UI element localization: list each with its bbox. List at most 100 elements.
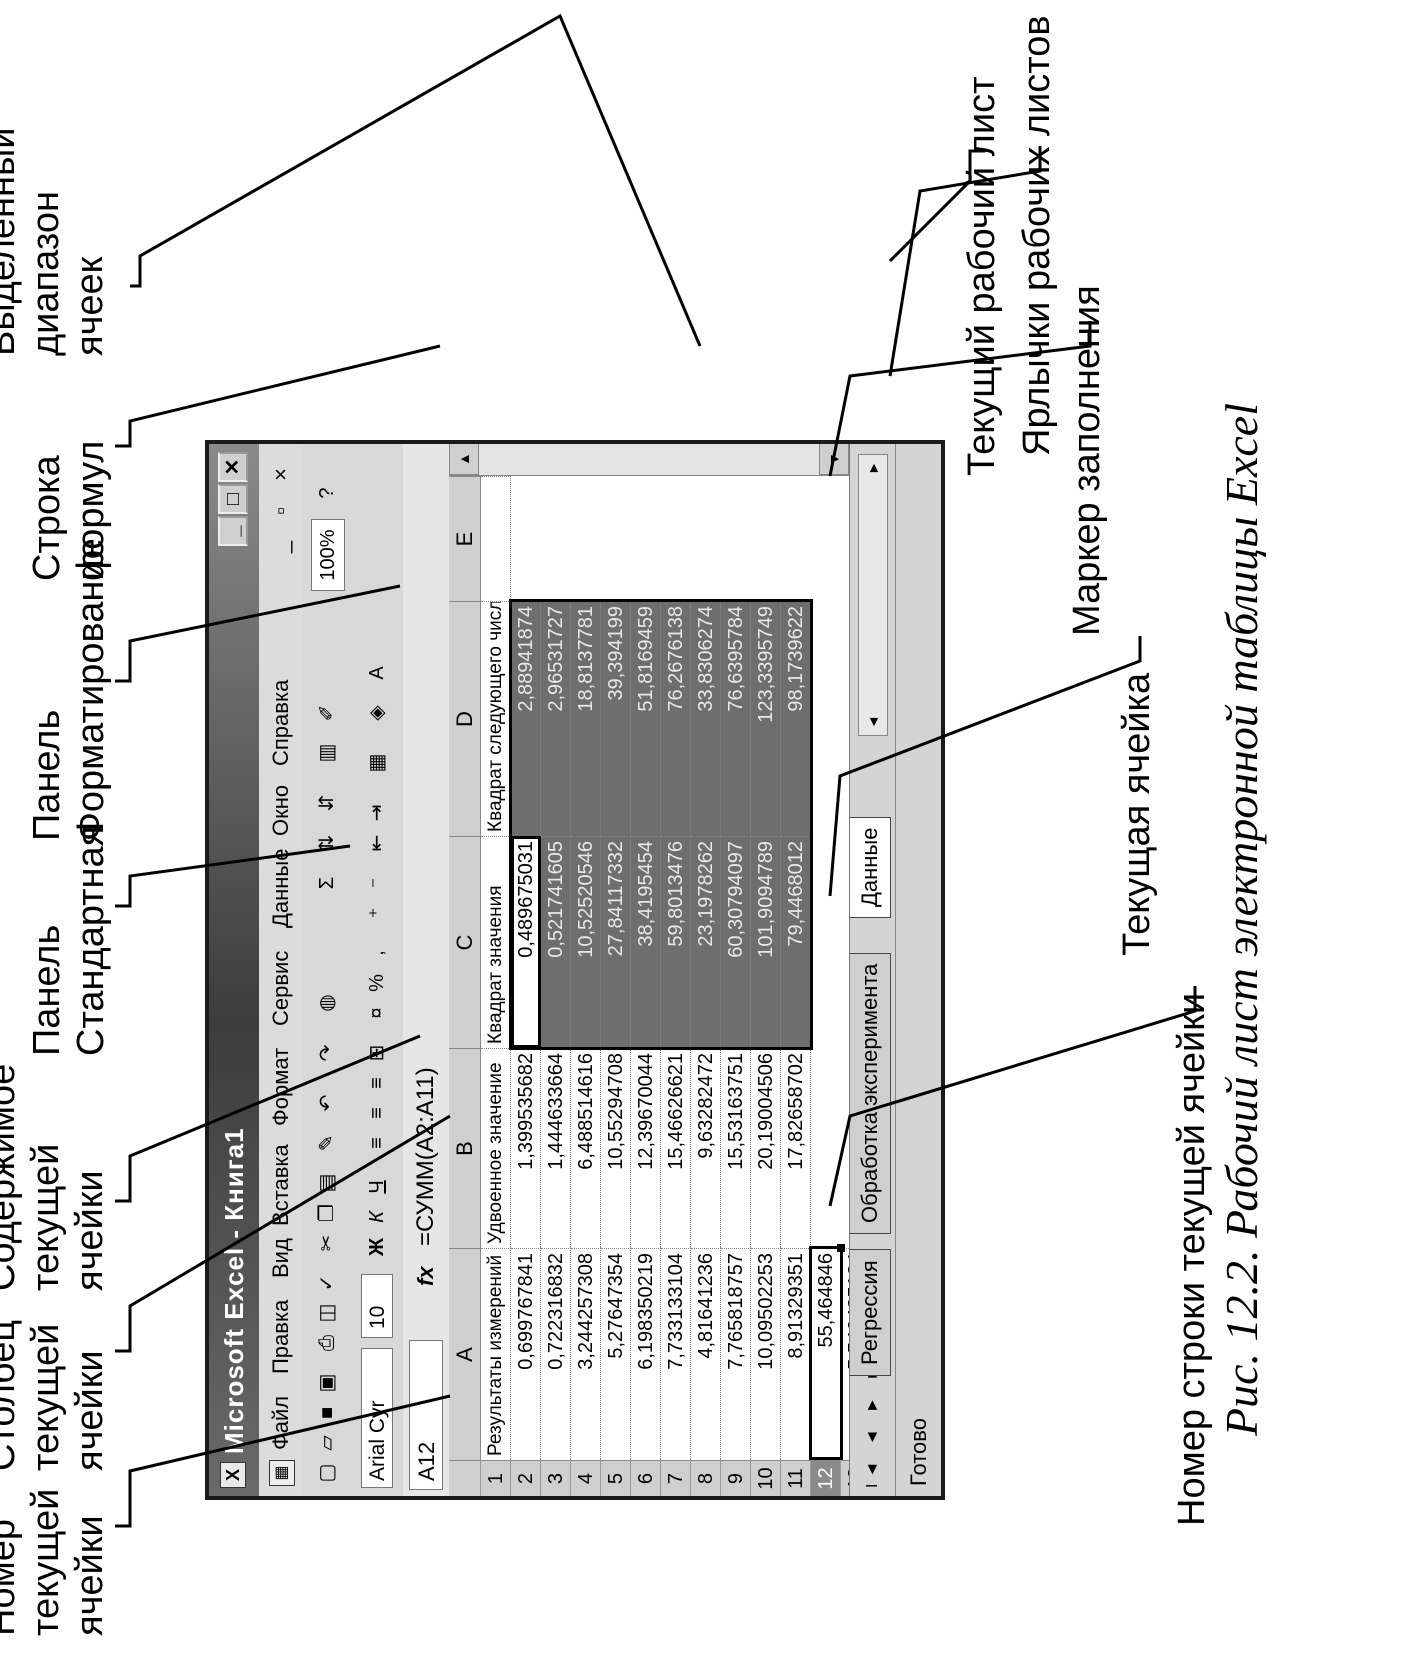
row-header[interactable]: 3 bbox=[541, 1460, 571, 1496]
open-folder-icon[interactable]: ▱ bbox=[316, 1435, 338, 1451]
workbook-icon[interactable]: ▦ bbox=[269, 1460, 295, 1486]
decrease-indent-icon[interactable]: ⇤ bbox=[366, 834, 388, 852]
drawing-icon[interactable]: ✐ bbox=[316, 704, 338, 722]
insert-function-icon[interactable]: fx bbox=[413, 1266, 438, 1286]
cell-a[interactable]: 5,27647354 bbox=[601, 1248, 631, 1460]
menu-file[interactable]: Файл bbox=[268, 1395, 293, 1450]
column-header-d[interactable]: D bbox=[449, 601, 481, 836]
menu-edit[interactable]: Правка bbox=[268, 1299, 293, 1374]
cell-c[interactable]: 0,521741605 bbox=[541, 836, 571, 1048]
fill-color-icon[interactable]: ◈ bbox=[366, 705, 388, 721]
cell-c1[interactable]: Квадрат значения bbox=[481, 836, 511, 1048]
copy-icon[interactable]: ❐ bbox=[316, 1204, 338, 1222]
menu-tools[interactable]: Сервис bbox=[268, 950, 293, 1026]
cell-d[interactable]: 76,2676138 bbox=[661, 601, 691, 836]
fill-handle[interactable] bbox=[837, 1244, 845, 1252]
menu-insert[interactable]: Вставка bbox=[268, 1144, 293, 1226]
permission-icon[interactable]: ▣ bbox=[316, 1373, 338, 1393]
italic-button[interactable]: К bbox=[366, 1211, 388, 1223]
chart-wizard-icon[interactable]: ▥ bbox=[316, 743, 338, 763]
select-all-corner[interactable] bbox=[449, 1460, 481, 1496]
cell-d[interactable]: 2,96531727 bbox=[541, 601, 571, 836]
cell-c[interactable]: 59,8013476 bbox=[661, 836, 691, 1048]
cell-d1[interactable]: Квадрат следующего числа bbox=[481, 601, 511, 836]
cell-d[interactable]: 123,3395749 bbox=[751, 601, 781, 836]
borders-icon[interactable]: ▦ bbox=[366, 753, 388, 773]
format-painter-icon[interactable]: ✎ bbox=[316, 1134, 338, 1152]
cell-d[interactable]: 2,88941874 bbox=[511, 601, 541, 836]
currency-icon[interactable]: ¤ bbox=[366, 1007, 388, 1019]
zoom-select[interactable]: 100% bbox=[311, 519, 345, 591]
cell-b[interactable]: 20,19004506 bbox=[751, 1048, 781, 1248]
cell-a[interactable]: 4,81641236 bbox=[691, 1248, 721, 1460]
column-header-b[interactable]: B bbox=[449, 1048, 481, 1248]
paste-icon[interactable]: ▤ bbox=[316, 1173, 338, 1193]
menu-data[interactable]: Данные bbox=[268, 848, 293, 928]
undo-icon[interactable]: ↶ bbox=[316, 1094, 338, 1112]
row-header[interactable]: 7 bbox=[661, 1460, 691, 1496]
cell-d[interactable]: 51,8169459 bbox=[631, 601, 661, 836]
minimize-button[interactable]: _ bbox=[218, 516, 248, 546]
horizontal-scrollbar[interactable]: ◄ ► bbox=[858, 454, 888, 736]
cell-b[interactable]: 6,488514616 bbox=[571, 1048, 601, 1248]
formula-input[interactable]: =СУММ(A2:A11) bbox=[412, 1067, 439, 1246]
align-right-icon[interactable]: ≡ bbox=[366, 1077, 388, 1089]
percent-icon[interactable]: % bbox=[366, 974, 388, 992]
spelling-icon[interactable]: ✓ bbox=[316, 1274, 338, 1292]
print-preview-icon[interactable]: ◫ bbox=[316, 1303, 338, 1323]
sheet-tab-data-current[interactable]: Данные bbox=[850, 816, 891, 918]
row-header[interactable]: 11 bbox=[781, 1460, 811, 1496]
new-document-icon[interactable]: ▢ bbox=[316, 1463, 338, 1483]
cell-a1[interactable]: Результаты измерений bbox=[481, 1248, 511, 1460]
decrease-decimal-icon[interactable]: ⁻ bbox=[366, 877, 388, 889]
sort-descending-icon[interactable]: ⇵ bbox=[316, 794, 338, 812]
font-size-select[interactable]: 10 bbox=[361, 1274, 393, 1338]
cell-c[interactable]: 10,52520546 bbox=[571, 836, 601, 1048]
menu-window[interactable]: Окно bbox=[268, 784, 293, 836]
cell-b[interactable]: 9,63282472 bbox=[691, 1048, 721, 1248]
redo-icon[interactable]: ↷ bbox=[316, 1044, 338, 1062]
cell-a[interactable]: 7,733133104 bbox=[661, 1248, 691, 1460]
merge-center-icon[interactable]: ⊞ bbox=[366, 1044, 388, 1062]
row-header[interactable]: 1 bbox=[481, 1460, 511, 1496]
cell-a[interactable]: 6,198350219 bbox=[631, 1248, 661, 1460]
cut-icon[interactable]: ✂ bbox=[316, 1234, 338, 1252]
cell-c[interactable]: 27,84117332 bbox=[601, 836, 631, 1048]
underline-button[interactable]: Ч bbox=[366, 1180, 388, 1194]
cell-d[interactable]: 76,6395784 bbox=[721, 601, 751, 836]
sheet-tab-regression[interactable]: Регрессия bbox=[850, 1249, 891, 1376]
cell-c[interactable]: 23,1978262 bbox=[691, 836, 721, 1048]
hyperlink-icon[interactable]: ◍ bbox=[316, 994, 338, 1012]
cell-a[interactable]: 7,765818757 bbox=[721, 1248, 751, 1460]
cell-b[interactable]: 17,82658702 bbox=[781, 1048, 811, 1248]
font-select[interactable]: Arial Cyr bbox=[361, 1348, 393, 1488]
cell-d[interactable]: 33,8306274 bbox=[691, 601, 721, 836]
help-icon[interactable]: ? bbox=[316, 487, 338, 499]
excel-app-icon[interactable]: X bbox=[220, 1462, 246, 1488]
document-window-controls[interactable]: _ ▫ × bbox=[268, 458, 293, 554]
comma-style-icon[interactable]: , bbox=[366, 950, 388, 956]
cell-a[interactable]: 8,91329351 bbox=[781, 1248, 811, 1460]
cell-b1[interactable]: Удвоенное значение bbox=[481, 1048, 511, 1248]
menu-help[interactable]: Справка bbox=[268, 679, 293, 766]
align-center-icon[interactable]: ≡ bbox=[366, 1107, 388, 1119]
cell-b[interactable]: 1,444633664 bbox=[541, 1048, 571, 1248]
align-left-icon[interactable]: ≡ bbox=[366, 1137, 388, 1149]
sheet-tab-processing[interactable]: Обработка эксперимента bbox=[850, 952, 891, 1234]
scroll-right-icon[interactable]: ► bbox=[865, 461, 881, 475]
scroll-down-icon[interactable]: ▼ bbox=[819, 443, 849, 475]
cell-b[interactable]: 10,55294708 bbox=[601, 1048, 631, 1248]
row-header[interactable]: 2 bbox=[511, 1460, 541, 1496]
cell-c[interactable]: 101,9094789 bbox=[751, 836, 781, 1048]
cell-b[interactable]: 1,399535682 bbox=[511, 1048, 541, 1248]
row-header[interactable]: 6 bbox=[631, 1460, 661, 1496]
increase-indent-icon[interactable]: ⇥ bbox=[366, 804, 388, 822]
cell-a[interactable]: 10,09502253 bbox=[751, 1248, 781, 1460]
cell-b[interactable]: 12,39670044 bbox=[631, 1048, 661, 1248]
cell-d[interactable]: 18,8137781 bbox=[571, 601, 601, 836]
menu-format[interactable]: Формат bbox=[268, 1047, 293, 1126]
save-icon[interactable]: ■ bbox=[316, 1406, 338, 1420]
cell-b[interactable]: 15,46626621 bbox=[661, 1048, 691, 1248]
bold-button[interactable]: Ж bbox=[366, 1237, 388, 1257]
cell-a[interactable]: 0,699767841 bbox=[511, 1248, 541, 1460]
